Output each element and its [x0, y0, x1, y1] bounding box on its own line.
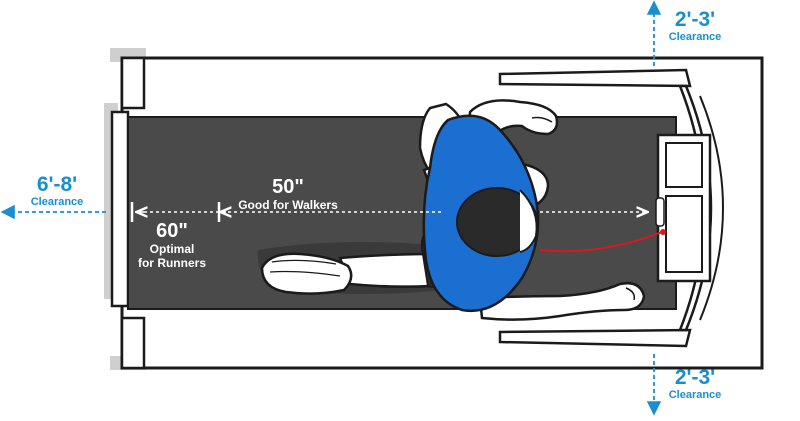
- handrails: [498, 68, 692, 348]
- clearance-top-label: 2'-3' Clearance: [662, 9, 728, 44]
- walkers-label: 50" Good for Walkers: [228, 176, 348, 212]
- safety-cord: [539, 231, 663, 253]
- walkers-measure: 50": [272, 176, 304, 198]
- runners-measure: 60": [156, 220, 188, 242]
- clearance-top-measure: 2'-3': [674, 8, 716, 31]
- clearance-bottom-text: Clearance: [668, 389, 722, 401]
- clearance-bottom-label: 2'-3' Clearance: [662, 367, 728, 402]
- runners-text-1: Optimal: [149, 242, 195, 256]
- runners-label: 60" Optimal for Runners: [124, 220, 220, 270]
- deck-measurements: [130, 202, 646, 222]
- clearance-arrows: [0, 0, 662, 416]
- runner: [260, 99, 646, 321]
- clearance-bottom-measure: 2'-3': [674, 366, 716, 389]
- clearance-rear-label: 6'-8' Clearance: [24, 174, 90, 209]
- walkers-text: Good for Walkers: [238, 198, 338, 212]
- runners-text-2: for Runners: [137, 256, 206, 270]
- console: [655, 84, 724, 332]
- clearance-rear-measure: 6'-8': [36, 173, 78, 196]
- clearance-top-text: Clearance: [668, 31, 722, 43]
- clearance-rear-text: Clearance: [30, 196, 84, 208]
